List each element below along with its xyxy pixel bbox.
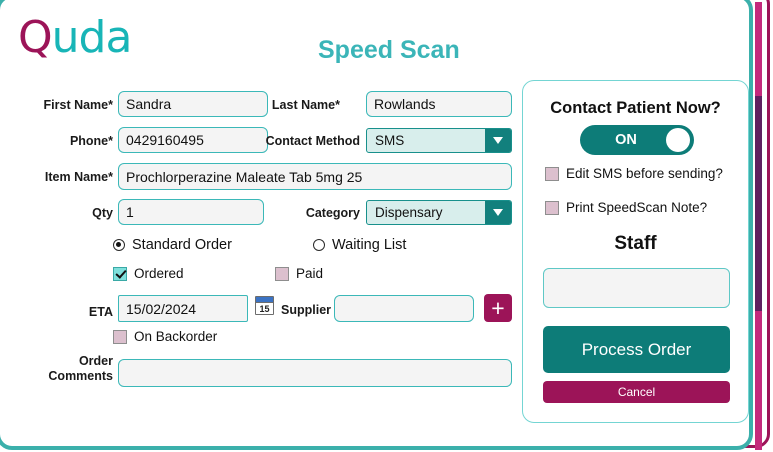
logo-text-uda: uda [51, 12, 133, 63]
qty-label: Qty [92, 206, 113, 220]
category-value: Dispensary [375, 205, 443, 220]
logo-letter-q: Q [18, 12, 53, 63]
eta-label: ETA [88, 305, 113, 319]
contact-patient-toggle[interactable]: ON [580, 125, 694, 155]
first-name-label: First Name* [43, 98, 113, 112]
staff-title: Staff [614, 233, 657, 254]
first-name-input[interactable]: Sandra [118, 91, 268, 117]
toggle-state-label: ON [615, 132, 637, 148]
last-name-label: Last Name* [271, 98, 340, 112]
qty-input[interactable]: 1 [118, 199, 264, 225]
checkbox-box-icon [545, 166, 559, 181]
item-name-label: Item Name* [44, 170, 113, 184]
radio-dot-icon [113, 239, 125, 251]
radio-dot-icon [313, 239, 325, 251]
checkbox-on-backorder-label: On Backorder [134, 329, 218, 344]
cancel-button[interactable]: Cancel [543, 381, 730, 403]
quda-logo: Quda [18, 16, 132, 60]
contact-patient-title: Contact Patient Now? [550, 99, 721, 117]
phone-input[interactable]: 0429160495 [118, 127, 268, 153]
radio-waiting-list[interactable]: Waiting List [313, 237, 406, 253]
checkbox-box-icon [113, 329, 127, 344]
toggle-knob[interactable] [666, 128, 690, 152]
page-title: Speed Scan [318, 36, 460, 64]
checkbox-edit-sms[interactable]: Edit SMS before sending? [545, 166, 723, 181]
supplier-input[interactable] [334, 295, 474, 322]
checkbox-ordered-label: Ordered [134, 266, 184, 281]
category-dropdown[interactable]: Dispensary [366, 200, 512, 225]
checkbox-box-icon [275, 266, 289, 281]
checkbox-box-icon [113, 266, 127, 281]
category-label: Category [305, 206, 360, 220]
window-scrollbar-thumb[interactable] [755, 96, 762, 311]
add-supplier-button[interactable]: + [484, 294, 512, 322]
checkbox-on-backorder[interactable]: On Backorder [113, 329, 217, 344]
contact-method-value: SMS [375, 133, 405, 148]
checkbox-ordered[interactable]: Ordered [113, 266, 184, 281]
speed-scan-dialog-frame: Quda Speed Scan First Name* Sandra Last … [0, 0, 753, 450]
process-order-button[interactable]: Process Order [543, 326, 730, 373]
calendar-icon[interactable]: 15 [255, 296, 274, 315]
supplier-label: Supplier [281, 303, 332, 317]
checkbox-edit-sms-label: Edit SMS before sending? [566, 166, 723, 181]
checkbox-paid[interactable]: Paid [275, 266, 323, 281]
phone-label: Phone* [69, 134, 113, 148]
order-comments-label-line1: Order [78, 354, 113, 368]
checkbox-print-note[interactable]: Print SpeedScan Note? [545, 200, 707, 215]
chevron-down-icon[interactable] [485, 129, 511, 152]
eta-input[interactable]: 15/02/2024 [118, 295, 248, 322]
radio-standard-order[interactable]: Standard Order [113, 237, 232, 253]
chevron-down-icon[interactable] [485, 201, 511, 224]
checkbox-print-note-label: Print SpeedScan Note? [566, 200, 708, 215]
staff-input[interactable] [543, 268, 730, 308]
item-name-input[interactable]: Prochlorperazine Maleate Tab 5mg 25 [118, 163, 512, 190]
checkbox-box-icon [545, 200, 559, 215]
dialog-content: Quda Speed Scan First Name* Sandra Last … [0, 0, 749, 442]
checkbox-paid-label: Paid [296, 266, 324, 281]
last-name-input[interactable]: Rowlands [366, 91, 512, 117]
radio-waiting-list-label: Waiting List [332, 237, 407, 253]
contact-method-label: Contact Method [265, 134, 360, 148]
order-comments-input[interactable] [118, 359, 512, 387]
order-comments-label: Order Comments [10, 354, 113, 384]
calendar-icon-day: 15 [259, 304, 270, 314]
order-comments-label-line2: Comments [48, 369, 113, 383]
radio-standard-order-label: Standard Order [132, 237, 232, 253]
contact-method-dropdown[interactable]: SMS [366, 128, 512, 153]
contact-patient-panel: Contact Patient Now? ON Edit SMS before … [522, 80, 749, 423]
calendar-icon-header [256, 297, 273, 303]
